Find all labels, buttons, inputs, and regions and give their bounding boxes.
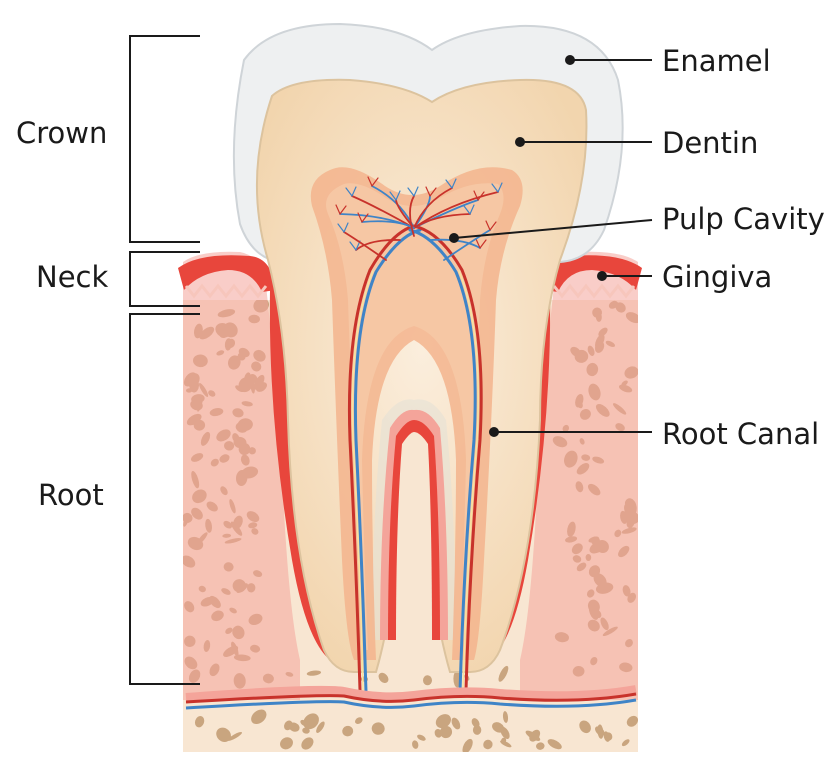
bone-spot: [306, 670, 322, 676]
bone-spot: [471, 718, 480, 728]
gingiva-label: Gingiva: [662, 260, 773, 294]
nerve-right: [458, 270, 479, 691]
bone-spot: [355, 717, 363, 724]
crown-label: Crown: [16, 116, 108, 150]
bone-spot: [227, 731, 242, 741]
gingiva-pointer-dot: [597, 271, 607, 281]
neck-bracket: [129, 251, 200, 307]
bone-spot: [435, 714, 451, 729]
bone-spot: [462, 738, 473, 752]
bone-spot: [500, 740, 512, 748]
gingiva-right: [544, 255, 642, 292]
bone-spot: [216, 727, 231, 742]
pulp-capillary-twig: [475, 238, 487, 249]
pulp-capillary-twig: [445, 178, 457, 189]
bone-spot: [536, 742, 545, 750]
bone-spot: [492, 722, 505, 733]
bone-spot: [194, 716, 205, 728]
artery-left: [347, 224, 416, 692]
pulp-capillary-twig: [389, 190, 401, 201]
pulp-capillary-twig: [491, 182, 503, 193]
pulp-capillary-twig: [463, 204, 475, 215]
bone-spot: [603, 731, 611, 742]
bone-spot: [301, 737, 314, 750]
bone-spot: [251, 709, 267, 725]
bone-spot: [412, 740, 419, 749]
leader-lines: [449, 55, 653, 437]
pulp-capillary: [413, 187, 453, 229]
pulp-capillary-twig: [367, 176, 379, 187]
bone-spot: [371, 722, 385, 735]
gingiva-tissue: [178, 251, 642, 700]
bone-spot: [498, 665, 509, 682]
root-canal-pointer-dot: [489, 427, 499, 437]
pulp-cavity-leader: [453, 219, 653, 239]
pulp-capillary: [413, 213, 471, 229]
blood-vessels-and-nerves: [335, 176, 503, 694]
enamel-pointer-dot: [565, 55, 575, 65]
pulp-cavity-pointer-dot: [449, 233, 459, 243]
pulp-cavity-label: Pulp Cavity: [662, 202, 825, 236]
pulp-capillary: [343, 231, 387, 261]
bone-spot: [472, 725, 482, 735]
root-bracket: [129, 313, 200, 685]
pulp-capillary-twig: [485, 220, 497, 231]
bone-spot: [451, 717, 461, 730]
pulp-capillary-twig: [425, 186, 437, 197]
bone-spot: [280, 737, 293, 750]
bone-spot: [547, 739, 562, 750]
pulp-capillary-twig: [335, 204, 347, 215]
artery-right: [412, 224, 483, 692]
bone-spot: [300, 719, 308, 727]
neck-label: Neck: [36, 260, 109, 294]
pulp-capillary: [409, 195, 415, 237]
bone-spot: [302, 727, 310, 734]
bone-spot: [529, 729, 541, 742]
dentin-pointer-dot: [515, 137, 525, 147]
bone-spot: [502, 711, 509, 723]
root-canal-label: Root Canal: [662, 417, 820, 451]
dentin-label: Dentin: [662, 126, 759, 160]
crown-bracket: [129, 35, 200, 243]
bone-spot: [626, 715, 638, 727]
pulp-capillary-twig: [337, 222, 349, 233]
vein-right: [408, 228, 477, 694]
pulp-capillary-twig: [345, 186, 357, 197]
bone-spot: [316, 721, 325, 733]
bone-spot: [422, 675, 433, 686]
gingiva-left: [178, 255, 276, 292]
pulp-capillary-twig: [407, 186, 419, 197]
jaw-vessels: [185, 685, 637, 710]
bone-spot: [597, 724, 604, 739]
pulp-capillary: [429, 238, 481, 249]
inter-radicular-bone: [396, 432, 432, 640]
bone-spot: [483, 739, 493, 750]
bone-spot: [439, 725, 453, 739]
pulp-capillary: [443, 229, 491, 261]
root-label: Root: [38, 478, 104, 512]
pulp-capillary: [355, 239, 401, 251]
bone-spot: [621, 739, 630, 747]
bone-spot: [284, 720, 293, 731]
bone-spot: [417, 734, 426, 741]
bone-spot: [342, 725, 354, 737]
region-brackets: [129, 35, 200, 685]
bone-spot: [378, 672, 389, 683]
pulp-capillary: [351, 195, 415, 229]
enamel-label: Enamel: [662, 44, 771, 78]
nerve-left: [351, 270, 374, 691]
pulp-capillary-twig: [357, 212, 369, 223]
bone-spot: [579, 720, 591, 734]
